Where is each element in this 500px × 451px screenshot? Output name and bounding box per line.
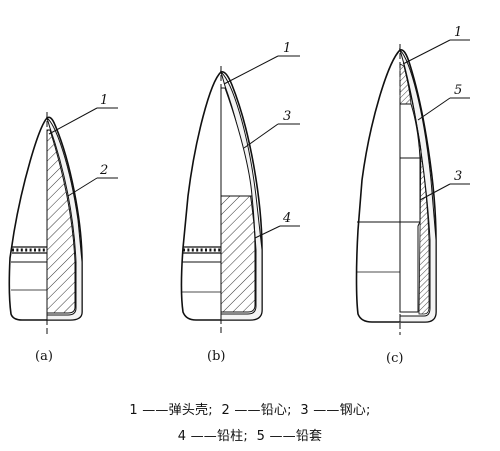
legend-entry-4: 4 ——铅柱; — [177, 429, 248, 444]
callout-b-3: 3 — [283, 109, 291, 124]
legend-entry-1: 1 ——弹头壳; — [129, 403, 213, 418]
callout-b-1: 1 — [283, 41, 291, 56]
bullet-c: 1 5 3 (c) — [355, 25, 470, 366]
callout-c-1: 1 — [454, 25, 462, 40]
subfigure-label-b: (b) — [207, 349, 225, 364]
callout-a-1: 1 — [100, 93, 108, 108]
legend-entry-3: 3 ——钢心; — [300, 403, 371, 418]
legend-line-1: 1 ——弹头壳; 2 ——铅心; 3 ——钢心; — [0, 399, 500, 418]
bullet-c-steel-core — [399, 103, 421, 313]
callout-b-4: 4 — [282, 211, 291, 226]
callout-c-5: 5 — [454, 83, 462, 98]
legend-entry-2: 2 ——铅心; — [221, 403, 292, 418]
bullet-b-lead-cylinder — [220, 195, 256, 313]
subfigure-label-c: (c) — [386, 351, 403, 366]
subfigure-label-a: (a) — [35, 349, 53, 364]
callout-a-2: 2 — [99, 163, 108, 178]
bullet-b: 1 3 4 (b) — [180, 41, 300, 364]
bullet-a: 1 2 (a) — [8, 93, 118, 364]
legend-entry-5: 5 ——铅套 — [256, 429, 323, 444]
bullet-c-lead-jacket — [403, 65, 430, 315]
callout-c-3: 3 — [454, 169, 462, 184]
bullet-a-lead-core — [46, 129, 76, 314]
legend-line-2: 4 ——铅柱; 5 ——铅套 — [0, 425, 500, 444]
